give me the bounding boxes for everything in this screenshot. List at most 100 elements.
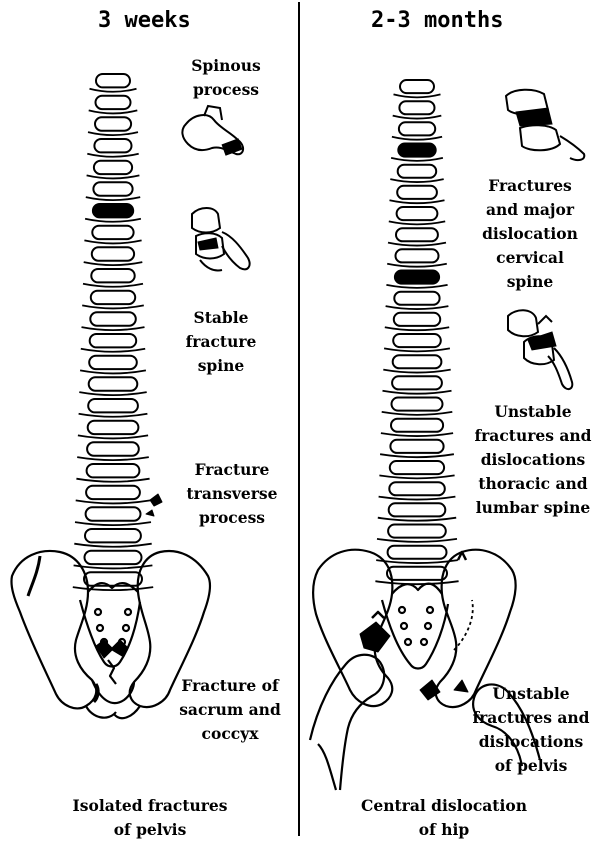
transverse-process-line — [82, 327, 145, 330]
vertebra — [394, 313, 440, 326]
transverse-process-line — [78, 435, 148, 438]
vertebra — [389, 503, 446, 516]
column-heading-left: 3 weeks — [98, 8, 191, 33]
vertebra — [394, 292, 439, 305]
label-line: spine — [462, 270, 598, 294]
cervical-vertebra-icon — [506, 90, 584, 160]
transverse-process-line — [380, 454, 454, 457]
transverse-process-line — [76, 479, 149, 482]
transverse-process-line — [85, 219, 141, 222]
transverse-process-line — [86, 197, 140, 200]
transverse-process-line — [84, 262, 143, 265]
label-line: Unstable — [468, 400, 598, 424]
caption-line: Isolated fractures — [40, 794, 260, 818]
transverse-process-line — [386, 306, 449, 309]
label-pelvis-unstable: Unstable fractures and dislocations of p… — [464, 682, 598, 778]
vertebra — [393, 334, 441, 347]
transverse-process-line — [383, 370, 450, 373]
transverse-process-line — [80, 370, 146, 373]
vertebra — [397, 207, 438, 220]
transverse-process-line — [392, 137, 442, 140]
label-spinous-process: Spinous process — [166, 54, 286, 102]
vertebra — [93, 182, 132, 195]
vertebra — [96, 74, 130, 87]
label-line: Stable — [166, 306, 276, 330]
transverse-process-line — [393, 116, 442, 119]
transverse-process-line — [382, 412, 453, 415]
vertebra — [393, 355, 442, 368]
label-line: cervical — [462, 246, 598, 270]
label-line: Fracture — [166, 458, 298, 482]
label-line: Spinous — [166, 54, 286, 78]
transverse-process-line — [88, 132, 138, 135]
caption-right: Central dislocation of hip — [334, 794, 554, 841]
vertebra — [95, 117, 131, 130]
transverse-process-line — [381, 433, 453, 436]
vertebra — [397, 186, 437, 199]
label-line: process — [166, 78, 286, 102]
vertebra — [390, 440, 443, 453]
transverse-process-line — [377, 539, 457, 542]
transverse-process-line — [389, 221, 445, 224]
label-line: sacrum and — [162, 698, 298, 722]
vertebra — [96, 96, 131, 109]
transverse-process-line — [383, 391, 452, 394]
label-stable-fracture: Stable fracture spine — [166, 306, 276, 378]
transverse-process-line — [375, 581, 458, 584]
transverse-process-line — [87, 175, 140, 178]
vertebra — [94, 139, 131, 152]
caption-line: of hip — [334, 818, 554, 841]
vertebra — [88, 399, 138, 412]
spinous-process-vertebra-icon — [182, 106, 243, 154]
label-line: fracture — [166, 330, 276, 354]
transverse-process-line — [385, 327, 449, 330]
vertebra — [89, 356, 137, 369]
transverse-process-line — [82, 305, 144, 308]
vertebra — [86, 486, 140, 499]
transverse-process-line — [77, 457, 149, 460]
label-line: coccyx — [162, 722, 298, 746]
transverse-process-line — [83, 284, 143, 287]
transverse-process-line — [379, 497, 456, 500]
caption-line: of pelvis — [40, 818, 260, 841]
transverse-process-line — [74, 544, 151, 547]
vertebra — [392, 376, 442, 389]
fractured-vertebra — [93, 204, 133, 217]
label-transverse-process: Fracture transverse process — [166, 458, 298, 530]
vertebra — [86, 507, 141, 520]
transverse-process-line — [378, 518, 456, 521]
transverse-process-line — [391, 158, 443, 161]
spine-right — [375, 80, 458, 584]
vertebra — [87, 442, 139, 455]
vertebra — [390, 461, 444, 474]
vertebra — [87, 464, 140, 477]
stable-fracture-vertebra-icon — [192, 208, 250, 271]
label-line: spine — [166, 354, 276, 378]
vertebra — [92, 247, 134, 260]
label-line: dislocations — [468, 448, 598, 472]
transverse-process-line — [390, 200, 445, 203]
vertebra — [90, 334, 137, 347]
transverse-process-line — [89, 110, 138, 113]
vertebra — [400, 80, 434, 93]
label-thoracic-lumbar: Unstable fractures and dislocations thor… — [468, 400, 598, 520]
caption-line: Central dislocation — [334, 794, 554, 818]
transverse-process-line — [386, 285, 447, 288]
label-line: dislocation — [462, 222, 598, 246]
label-line: Fracture of — [162, 674, 298, 698]
vertebra — [88, 421, 139, 434]
label-line: dislocations — [464, 730, 598, 754]
vertebra — [398, 165, 437, 178]
transverse-process-line — [75, 522, 151, 525]
vertebra — [91, 269, 134, 282]
vertebra — [399, 101, 434, 114]
vertebra — [399, 122, 435, 135]
vertebra — [94, 161, 132, 174]
label-line: of pelvis — [464, 754, 598, 778]
label-line: fractures and — [468, 424, 598, 448]
transverse-process-line — [81, 349, 145, 352]
vertebra — [388, 546, 447, 559]
vertebra — [85, 551, 142, 564]
transverse-process-line — [87, 154, 138, 157]
vertebra — [387, 567, 447, 580]
